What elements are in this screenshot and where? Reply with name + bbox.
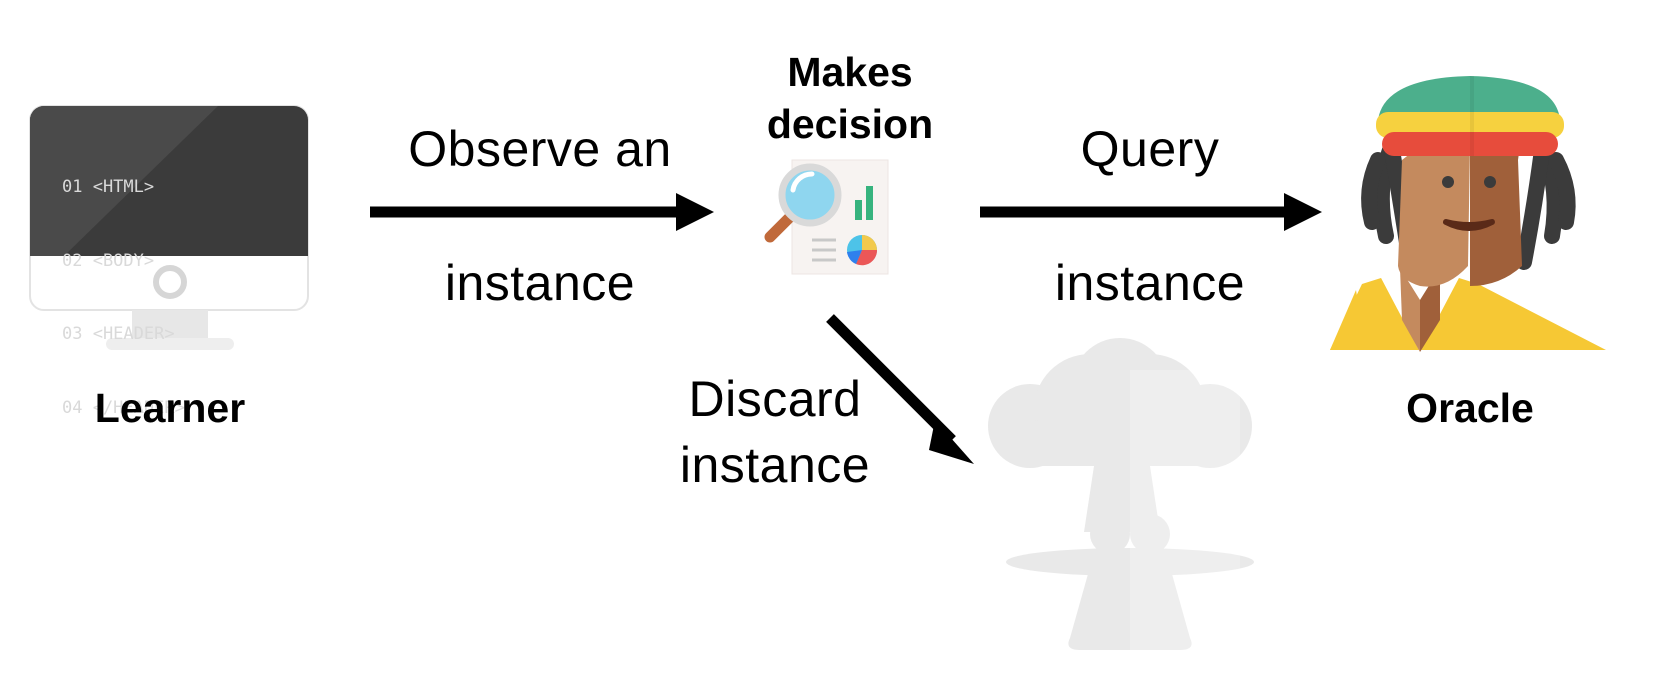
learner-label: Learner xyxy=(94,385,246,431)
code-line: 03 <HEADER> xyxy=(62,324,175,344)
code-line: 02 <BODY> xyxy=(62,250,155,271)
discard-label-line2: instance xyxy=(679,437,871,493)
computer-monitor-icon xyxy=(29,105,309,350)
oracle-label: Oracle xyxy=(1406,385,1534,431)
monitor-code: 01 <HTML> 02 <BODY> 03 <HEADER> 04 </HEA… xyxy=(62,126,185,469)
query-arrow xyxy=(980,193,1322,231)
magnifier-report-icon xyxy=(764,159,889,275)
observe-arrow xyxy=(370,193,714,231)
code-line: 01 <HTML> xyxy=(62,177,155,197)
query-label-line1: Query xyxy=(1080,121,1220,177)
discard-label-line1: Discard xyxy=(688,371,862,427)
mushroom-cloud-icon xyxy=(988,338,1254,652)
code-line: 04 </HEADER> xyxy=(62,397,185,418)
discard-arrow xyxy=(826,314,974,464)
observe-label-line1: Observe an xyxy=(408,121,672,177)
rasta-person-icon xyxy=(1330,76,1606,352)
decision-label-line1: Makes xyxy=(787,49,913,95)
decision-label-line2: decision xyxy=(766,101,934,147)
observe-label-line2: instance xyxy=(444,255,636,311)
query-label-line2: instance xyxy=(1054,255,1246,311)
